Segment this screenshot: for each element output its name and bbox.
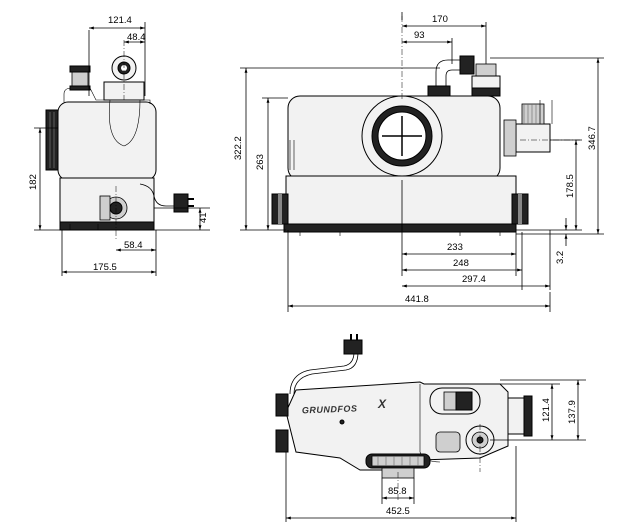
front-outlet-height-label: 3.2 (555, 251, 566, 264)
front-view-pump (271, 16, 580, 236)
front-width-233-label: 233 (447, 242, 463, 253)
top-view-pump: GRUNDFOS X (275, 334, 533, 500)
front-top-offset-label: 93 (414, 30, 425, 41)
front-height-right-label: 346.7 (587, 126, 598, 150)
side-height-label: 182 (28, 174, 39, 190)
top-view: GRUNDFOS X 121.4 137.9 85.8 452.5 (275, 334, 586, 522)
side-view-pump (45, 40, 194, 240)
side-total-depth-label: 175.5 (93, 262, 117, 273)
side-view: 121.4 48.4 182 41 58.4 175.5 (28, 15, 210, 276)
front-body-height-label: 263 (255, 154, 266, 170)
top-outlet-width-label: 85.8 (388, 486, 407, 497)
brand-logo-mark: X (377, 397, 387, 411)
front-height-left-label: 322.2 (233, 136, 244, 160)
front-view: 170 93 322.2 263 346.7 178.5 3.2 233 248… (233, 12, 604, 312)
side-base-height-label: 41 (198, 212, 209, 223)
brand-logo-text: GRUNDFOS (302, 403, 358, 415)
side-top-inlet-label: 48.4 (127, 32, 146, 43)
top-inlet-depth-label: 121.4 (541, 398, 552, 422)
side-top-width-label: 121.4 (108, 15, 132, 26)
top-total-depth-label: 137.9 (567, 400, 578, 424)
top-total-width-label: 452.5 (386, 506, 410, 517)
front-inlet-height-label: 178.5 (565, 174, 576, 198)
side-outlet-offset-label: 58.4 (124, 240, 143, 251)
front-width-297-label: 297.4 (462, 274, 486, 285)
front-top-width-label: 170 (432, 14, 448, 25)
front-total-width-label: 441.8 (405, 294, 429, 305)
front-width-248-label: 248 (453, 258, 469, 269)
